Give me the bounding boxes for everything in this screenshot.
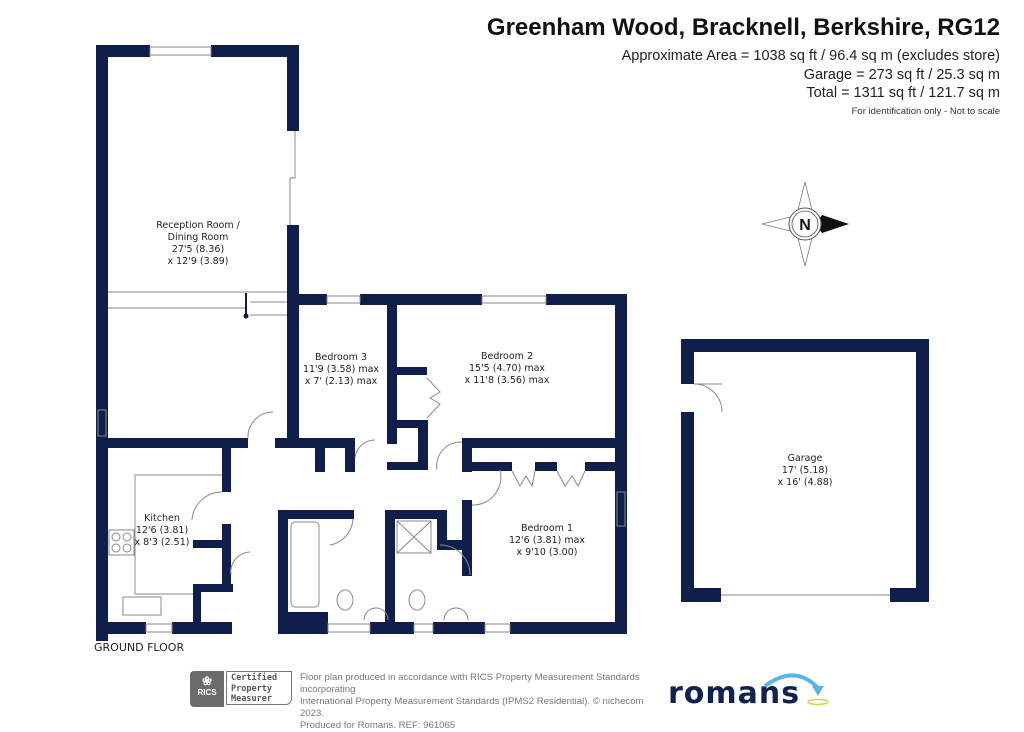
svg-text:x 7' (2.13) max: x 7' (2.13) max <box>305 376 378 387</box>
room-label-bedroom-1: Bedroom 1 12'6 (3.81) max x 9'10 (3.00) <box>509 523 585 558</box>
compass-north-icon: N <box>761 181 849 267</box>
svg-text:17' (5.18): 17' (5.18) <box>782 465 828 476</box>
svg-text:15'5 (4.70) max: 15'5 (4.70) max <box>469 363 545 374</box>
svg-text:x 8'3 (2.51): x 8'3 (2.51) <box>135 537 190 548</box>
svg-text:Kitchen: Kitchen <box>144 513 180 524</box>
total-area: Total = 1311 sq ft / 121.7 sq m <box>806 85 1000 101</box>
floor-label: GROUND FLOOR <box>94 641 185 654</box>
approximate-area: Approximate Area = 1038 sq ft / 96.4 sq … <box>621 48 1000 64</box>
svg-text:N: N <box>799 217 811 234</box>
svg-text:27'5 (8.36): 27'5 (8.36) <box>172 244 224 255</box>
rics-badge: ❀ RICS Certified Property Measurer <box>190 671 294 707</box>
svg-text:x 9'10 (3.00): x 9'10 (3.00) <box>517 547 578 558</box>
svg-text:11'9 (3.58) max: 11'9 (3.58) max <box>303 364 379 375</box>
svg-text:Garage: Garage <box>788 453 823 464</box>
romans-logo: romans <box>668 676 801 711</box>
scale-disclaimer: For identification only - Not to scale <box>851 106 1000 117</box>
romans-arc-icon <box>763 673 829 706</box>
room-label-bedroom-2: Bedroom 2 15'5 (4.70) max x 11'8 (3.56) … <box>465 351 550 386</box>
footer-notice: Floor plan produced in accordance with R… <box>300 672 644 731</box>
svg-text:x 11'8 (3.56) max: x 11'8 (3.56) max <box>465 375 550 386</box>
room-label-reception: Reception Room / Dining Room 27'5 (8.36)… <box>156 220 240 267</box>
walls <box>96 45 929 641</box>
room-label-bedroom-3: Bedroom 3 11'9 (3.58) max x 7' (2.13) ma… <box>303 352 379 387</box>
room-label-kitchen: Kitchen 12'6 (3.81) x 8'3 (2.51) <box>135 513 190 548</box>
svg-text:Bedroom 2: Bedroom 2 <box>481 351 533 362</box>
property-address-title: Greenham Wood, Bracknell, Berkshire, RG1… <box>486 14 1000 41</box>
fixtures-and-openings <box>97 46 890 633</box>
garage-area: Garage = 273 sq ft / 25.3 sq m <box>803 67 1000 83</box>
svg-text:Dining Room: Dining Room <box>168 232 229 243</box>
rics-logo-icon: ❀ RICS <box>190 671 224 707</box>
svg-text:Bedroom 3: Bedroom 3 <box>315 352 367 363</box>
svg-text:12'6 (3.81): 12'6 (3.81) <box>136 525 188 536</box>
svg-text:Bedroom 1: Bedroom 1 <box>521 523 573 534</box>
rics-certification: Certified Property Measurer <box>226 671 292 705</box>
svg-text:12'6 (3.81) max: 12'6 (3.81) max <box>509 535 585 546</box>
room-label-garage: Garage 17' (5.18) x 16' (4.88) <box>778 453 833 488</box>
svg-text:x 12'9 (3.89): x 12'9 (3.89) <box>168 256 229 267</box>
svg-text:x 16' (4.88): x 16' (4.88) <box>778 477 833 488</box>
svg-text:Reception Room /: Reception Room / <box>156 220 240 231</box>
